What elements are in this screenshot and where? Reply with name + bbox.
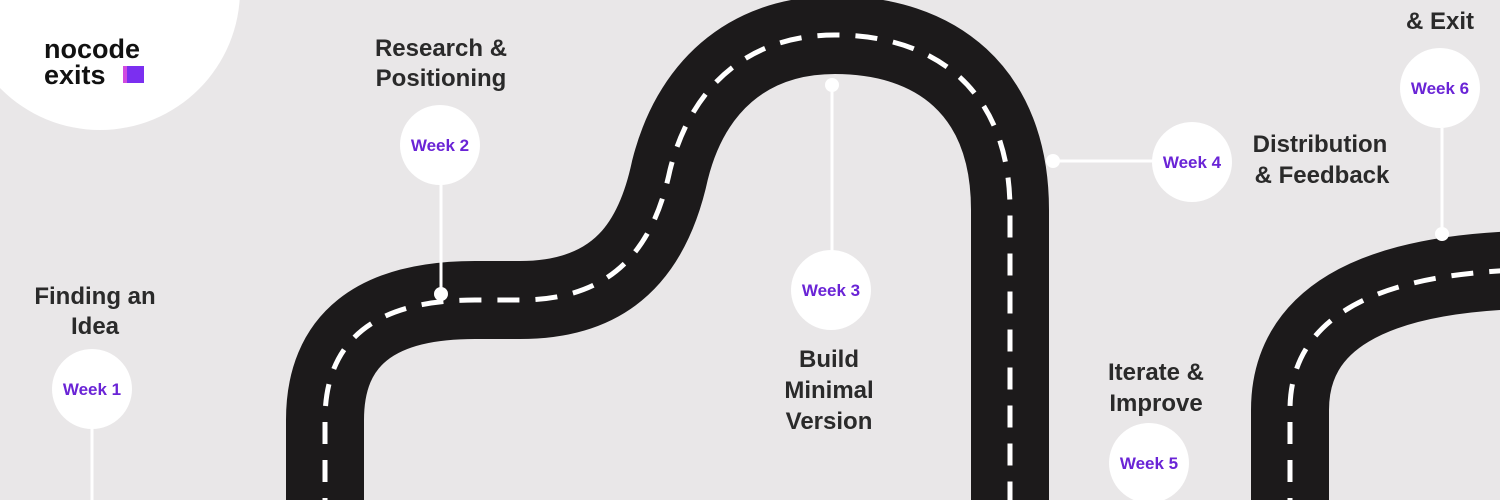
milestone-4-road-dot <box>1046 154 1060 168</box>
milestone-6-title-line-1: & Exit <box>1406 8 1474 35</box>
road-end <box>1251 231 1500 500</box>
milestone-6-road-dot <box>1435 227 1449 241</box>
logo-circle <box>0 0 240 130</box>
milestone-1-title-line-1: Finding an <box>34 283 155 310</box>
milestone-6-circle <box>1400 48 1480 128</box>
milestone-week-3: Week 3 Build Minimal Version <box>784 78 874 435</box>
milestone-5-circle <box>1109 423 1189 500</box>
milestone-3-title-line-1: Build <box>799 346 859 373</box>
milestone-1-week-label: Week 1 <box>63 380 121 399</box>
milestone-4-week-label: Week 4 <box>1163 153 1222 172</box>
road-main <box>286 0 1049 500</box>
logo: nocode exits <box>0 0 240 130</box>
milestone-2-title-line-2: Positioning <box>376 65 507 92</box>
milestone-week-4: Week 4 Distribution & Feedback <box>1046 122 1390 202</box>
milestone-week-6: & Exit Week 6 <box>1400 8 1480 241</box>
milestone-3-road-dot <box>825 78 839 92</box>
milestone-week-5: Iterate & Improve Week 5 <box>1108 359 1204 500</box>
milestone-4-title-line-2: & Feedback <box>1255 162 1390 189</box>
milestone-2-circle <box>400 105 480 185</box>
flag-icon <box>123 66 144 83</box>
road-lane-main <box>322 32 1013 500</box>
milestone-4-title-line-1: Distribution <box>1253 131 1388 158</box>
milestone-2-week-label: Week 2 <box>411 136 469 155</box>
milestone-2-title-line-1: Research & <box>375 35 507 62</box>
milestone-5-title-line-2: Improve <box>1109 390 1202 417</box>
milestone-6-week-label: Week 6 <box>1411 79 1469 98</box>
milestone-3-week-label: Week 3 <box>802 281 860 300</box>
road <box>286 0 1500 500</box>
road-lane-end <box>1287 268 1500 500</box>
milestone-5-week-label: Week 5 <box>1120 454 1178 473</box>
milestone-week-1: Finding an Idea Week 1 <box>34 283 156 500</box>
milestone-3-circle <box>791 250 871 330</box>
milestone-5-title-line-1: Iterate & <box>1108 359 1204 386</box>
logo-line1: nocode <box>44 34 140 64</box>
milestone-1-circle <box>52 349 132 429</box>
milestone-1-title-line-2: Idea <box>71 313 120 340</box>
milestone-4-circle <box>1152 122 1232 202</box>
milestone-2-road-dot <box>434 287 448 301</box>
milestone-week-2: Research & Positioning Week 2 <box>375 35 507 301</box>
milestone-3-title-line-3: Version <box>786 408 873 435</box>
milestone-3-title-line-2: Minimal <box>784 377 873 404</box>
logo-line2: exits <box>44 60 106 90</box>
